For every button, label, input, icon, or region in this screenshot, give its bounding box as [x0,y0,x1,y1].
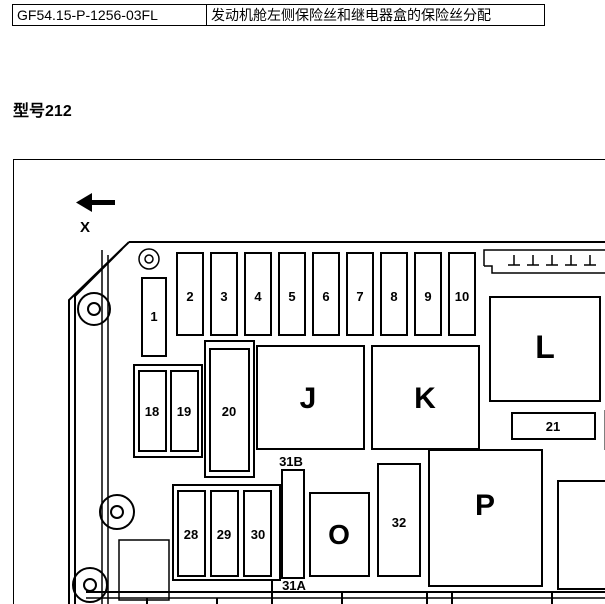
fuse-box-housing [68,241,605,604]
fuse-6-label: 6 [322,289,329,304]
fuse-20-label: 20 [222,404,236,419]
fuse-4-label: 4 [254,289,262,304]
fuse-21-label: 21 [546,419,560,434]
fuse-20 [204,340,255,478]
mounting-hole-icon [77,292,111,326]
fuse-2-label: 2 [186,289,193,304]
model-prefix: 型号 [13,103,46,120]
relay-J: J [256,345,365,450]
fuse-32: 32 [377,463,421,577]
relay-P: P [428,449,543,587]
terminal-31A-label: 31A [282,578,306,593]
model-number: 212 [45,103,72,120]
fuse-box-diagram: X 1 2 3 4 [13,159,605,604]
relay-K: K [371,345,480,450]
mounting-hole-icon [99,494,135,530]
direction-arrow-icon [76,193,115,212]
fuse-1-label: 1 [150,309,157,324]
fuse-holder-18-19 [133,364,203,458]
model-heading: 型号212 [13,102,72,122]
direction-label: X [80,219,90,236]
relay-P-label: P [475,489,495,522]
relay-O-label: O [328,519,350,550]
connector-plug [483,249,605,274]
relay-O: O [309,492,370,577]
relay-L-label: L [535,329,555,365]
fuse-21: 21 [511,412,596,440]
fuse-32-label: 32 [392,515,406,530]
fuse-box-drawing: X 1 2 3 4 [68,193,605,604]
fuse-5-label: 5 [288,289,295,304]
fuse-10-label: 10 [455,289,469,304]
fuse-8-label: 8 [390,289,397,304]
terminal-31B-label: 31B [279,454,303,469]
document-title: 发动机舱左侧保险丝和继电器盒的保险丝分配 [206,4,545,26]
relay-K-label: K [414,382,436,415]
document-header-table: GF54.15-P-1256-03FL 发动机舱左侧保险丝和继电器盒的保险丝分配 [12,4,545,26]
document-code: GF54.15-P-1256-03FL [12,4,207,26]
terminal-strip [281,469,305,579]
fuse-3-label: 3 [220,289,227,304]
fuse-holder-28-30 [172,484,281,581]
fuse-9-label: 9 [424,289,431,304]
fuse-7-label: 7 [356,289,363,304]
fuse-row-top [176,252,476,336]
relay-Q: Q [557,480,605,590]
fuse-28-label: 28 [184,527,198,542]
mounting-holes [72,248,160,603]
relay-L: L [489,296,601,402]
fuse-30-label: 30 [251,527,265,542]
fuse-29-label: 29 [217,527,231,542]
mounting-hole-icon [138,248,160,270]
relay-J-label: J [300,382,317,415]
mounting-hole-icon [72,567,108,603]
fuse-19-label: 19 [177,404,191,419]
fuse-18-label: 18 [145,404,159,419]
fuse-1: 1 [141,277,167,357]
